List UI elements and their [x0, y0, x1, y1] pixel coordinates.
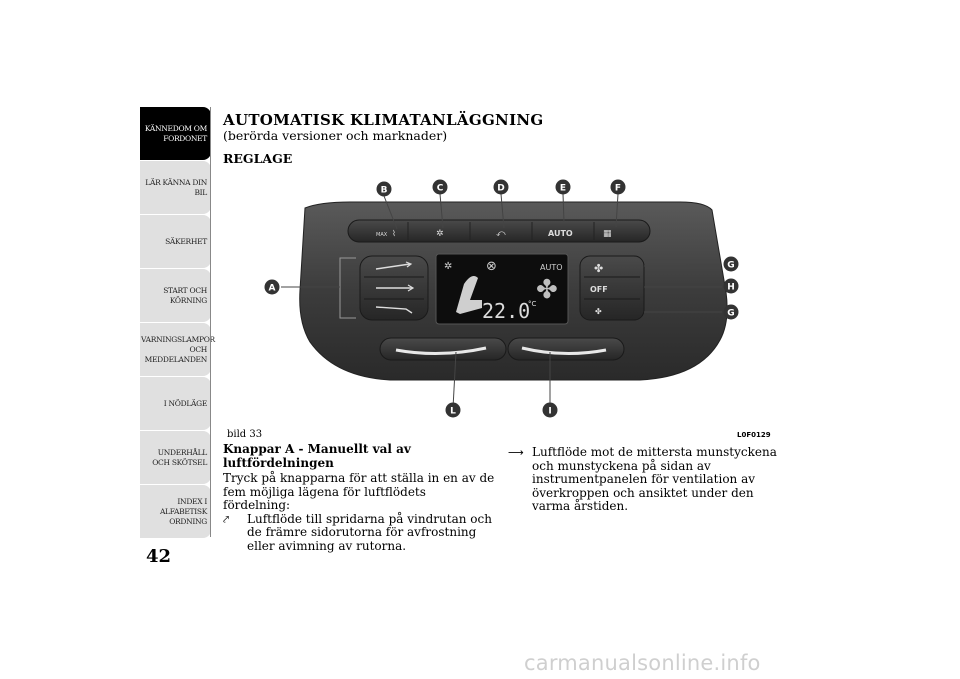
- display-unit: °C: [528, 300, 537, 308]
- display-auto: AUTO: [540, 263, 563, 272]
- off-button-label: OFF: [590, 285, 608, 294]
- sidebar-divider: [210, 107, 211, 537]
- max-label: MAX: [376, 232, 388, 238]
- defrost-airflow-icon: ⤤: [223, 512, 230, 526]
- callout-a: A: [269, 284, 276, 294]
- display-recirc-icon: ⊗: [486, 259, 497, 274]
- tab-label: LÄR KÄNNA DIN BIL: [145, 177, 207, 197]
- temperature-slider-right: [507, 337, 625, 361]
- figure-code: L0F0129: [737, 431, 771, 439]
- tab-i-nodlage[interactable]: I NÖDLÄGE: [140, 377, 211, 430]
- fan-down-icon: ✤: [595, 307, 602, 316]
- recirculation-icon: ⤺: [496, 229, 506, 239]
- face-airflow-icon: ⟶: [508, 446, 524, 459]
- fan-up-icon: ✤: [594, 262, 603, 275]
- callout-g-top: G: [727, 261, 734, 271]
- bullet-text: Luftflöde mot de mittersta munstyckena o…: [532, 445, 777, 513]
- display-temperature: 22.0: [482, 299, 530, 323]
- top-button-strip: [347, 219, 651, 243]
- tab-label: INDEX I ALFABETISK ORDNING: [159, 496, 207, 526]
- callout-b: B: [381, 186, 388, 196]
- chapter-sidebar: KÄNNEDOM OM FORDONET LÄR KÄNNA DIN BIL S…: [140, 107, 215, 539]
- body-heading: Knappar A - Manuellt val av luftfördelni…: [223, 442, 411, 470]
- rear-defrost-icon: ▦: [603, 229, 612, 239]
- climate-control-figure: MAX ⌇ ✲ ⤺ AUTO ▦ ✲ ⊗ AUTO ✤ 22.0 °C ✤ OF…: [260, 172, 760, 428]
- watermark: carmanualsonline.info: [524, 651, 761, 675]
- body-intro: Tryck på knapparna för att ställa in en …: [223, 471, 495, 512]
- page-number: 42: [146, 546, 172, 567]
- tab-index[interactable]: INDEX I ALFABETISK ORDNING: [140, 485, 211, 538]
- max-defrost-icon: ⌇: [392, 229, 396, 238]
- bullet-text: Luftflöde till spridarna på vindrutan oc…: [247, 511, 492, 553]
- callout-d: D: [497, 184, 504, 194]
- bullet-item: ⤤ Luftflöde till spridarna på vindrutan …: [223, 511, 495, 554]
- tab-start-och-korning[interactable]: START OCH KÖRNING: [140, 269, 211, 322]
- callout-f: F: [615, 184, 621, 194]
- figure-caption: bild 33: [227, 429, 263, 440]
- display-fan-speed-icon: ✤: [536, 275, 558, 305]
- tab-label: START OCH KÖRNING: [163, 285, 207, 305]
- tab-underhall-och-skotsel[interactable]: UNDERHÅLL OCH SKÖTSEL: [140, 431, 211, 484]
- tab-label: I NÖDLÄGE: [163, 398, 208, 408]
- callout-c: C: [437, 184, 444, 194]
- fan-small-icon: ✲: [436, 229, 444, 239]
- tab-lar-kanna-din-bil[interactable]: LÄR KÄNNA DIN BIL: [140, 161, 211, 214]
- auto-button-label: AUTO: [548, 229, 573, 238]
- callout-e: E: [560, 184, 566, 194]
- tab-label: UNDERHÅLL OCH SKÖTSEL: [152, 447, 207, 467]
- tab-varningslampor[interactable]: VARNINGSLAMPOR OCH MEDDELANDEN: [140, 323, 215, 376]
- bullet-item: ⟶ Luftflöde mot de mittersta munstyckena…: [508, 445, 780, 514]
- temperature-slider-left: [379, 337, 507, 361]
- page-title: AUTOMATISK KLIMATANLÄGGNING: [223, 111, 544, 129]
- section-heading: REGLAGE: [223, 151, 293, 166]
- callout-h: H: [727, 283, 735, 293]
- tab-label: VARNINGSLAMPOR OCH MEDDELANDEN: [141, 334, 215, 364]
- callout-i: I: [548, 407, 551, 417]
- callout-g-bottom: G: [727, 309, 734, 319]
- page-subtitle: (berörda versioner och marknader): [223, 128, 448, 143]
- tab-label: SÄKERHET: [165, 236, 207, 246]
- tab-sakerhet[interactable]: SÄKERHET: [140, 215, 211, 268]
- text-column-left: Knappar A - Manuellt val av luftfördelni…: [223, 442, 495, 554]
- fan-control-buttons: [579, 255, 645, 321]
- callout-l: L: [450, 407, 456, 417]
- text-column-right: ⟶ Luftflöde mot de mittersta munstyckena…: [508, 445, 780, 514]
- tab-kannedom-om-fordonet[interactable]: KÄNNEDOM OM FORDONET: [140, 107, 211, 160]
- seat-icon: [456, 276, 482, 314]
- display-fan-icon: ✲: [444, 261, 452, 272]
- tab-label: KÄNNEDOM OM FORDONET: [144, 123, 207, 143]
